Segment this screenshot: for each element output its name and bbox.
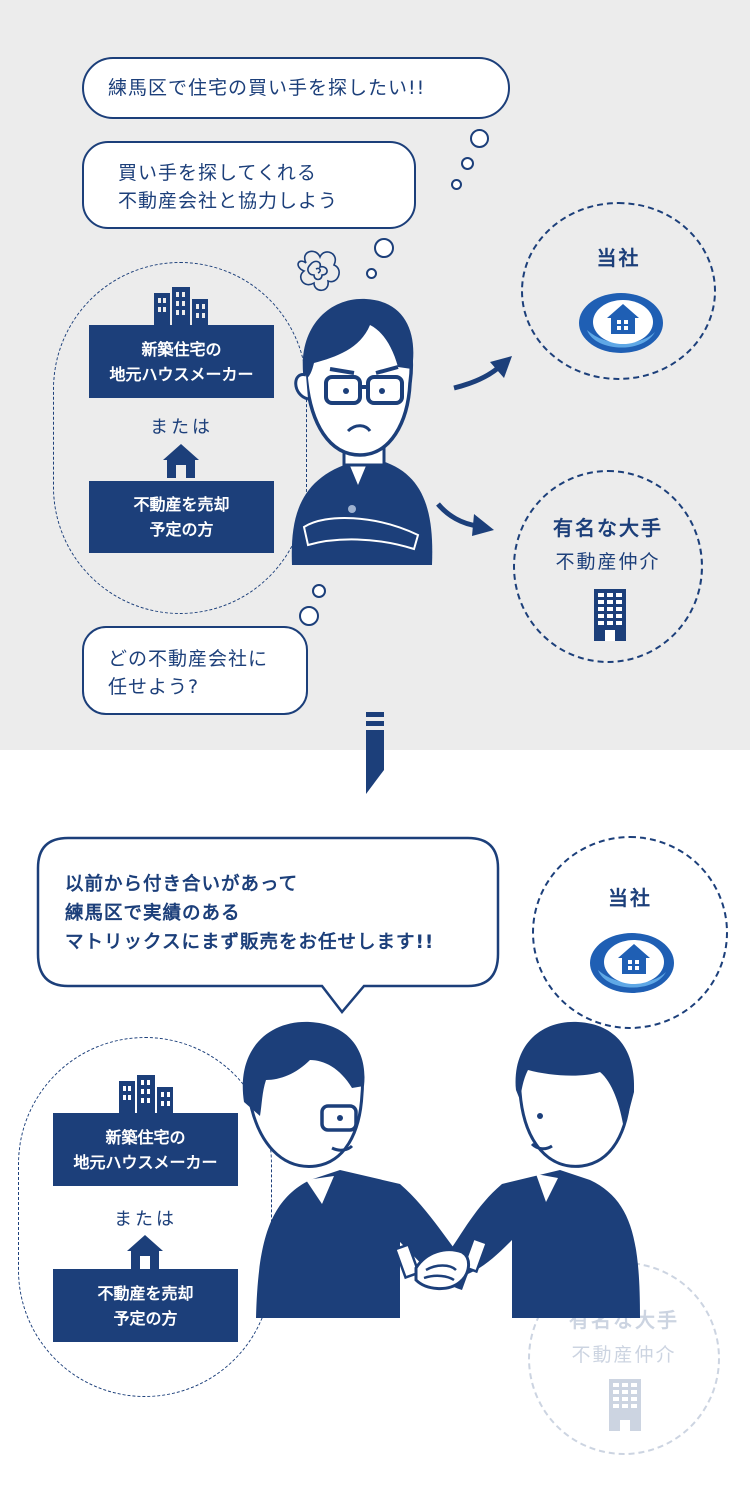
handshake-illustration xyxy=(242,1021,640,1318)
thought-bubble-cooperate: 買い手を探してくれる 不動産会社と協力しよう xyxy=(82,141,416,229)
thought-text-search: 練馬区で住宅の買い手を探したい!! xyxy=(108,77,426,99)
arrow-icon xyxy=(436,502,494,536)
client-oval-bottom xyxy=(18,1037,272,1397)
our-company-label: 当社 xyxy=(608,886,652,910)
seller-label-line1: 不動産を売却 xyxy=(133,495,230,514)
building-icon xyxy=(119,1075,173,1113)
speech-text-line1: 以前から付き合いがあって xyxy=(65,874,299,895)
builder-label-box: 新築住宅の 地元ハウスメーカー xyxy=(89,325,274,398)
thought-bubble-which: どの不動産会社に 任せよう? xyxy=(82,626,308,715)
seller-label-box: 不動産を売却 予定の方 xyxy=(89,481,274,553)
building-icon xyxy=(154,287,208,325)
speech-text: 以前から付き合いがあって 練馬区で実績のある マトリックスにまず販売をお任せしま… xyxy=(65,870,434,957)
speech-text-line3: マトリックスにまず販売をお任せします!! xyxy=(65,932,435,953)
seller-label-line2: 予定の方 xyxy=(113,1308,178,1328)
thought-dot xyxy=(451,179,462,190)
company-logo-icon xyxy=(590,933,674,993)
major-broker-label-2: 不動産仲介 xyxy=(555,551,661,573)
house-icon xyxy=(163,444,199,478)
speech-bubble-shape xyxy=(36,836,500,1014)
client-oval-top xyxy=(53,262,307,614)
builder-label-line2: 地元ハウスメーカー xyxy=(109,364,254,384)
or-label: または xyxy=(150,417,213,438)
our-company-label: 当社 xyxy=(596,246,641,270)
major-broker-circle-top: 有名な大手 不動産仲介 xyxy=(513,470,703,663)
builder-label-box: 新築住宅の 地元ハウスメーカー xyxy=(53,1113,238,1186)
thought-dot xyxy=(366,268,377,279)
thought-dot xyxy=(461,157,474,170)
seller-label-line2: 予定の方 xyxy=(149,520,214,539)
office-tower-icon xyxy=(609,1379,641,1431)
company-logo-icon xyxy=(579,293,663,353)
our-company-circle-bottom: 当社 xyxy=(532,836,728,1029)
builder-label-line1: 新築住宅の xyxy=(105,1127,186,1147)
worried-man-illustration xyxy=(291,250,433,565)
thought-text-cooperate-2: 不動産会社と協力しよう xyxy=(118,190,339,212)
thought-text-cooperate-1: 買い手を探してくれる xyxy=(118,162,317,184)
or-label: または xyxy=(114,1209,177,1230)
thought-dot xyxy=(374,238,394,258)
thought-text-which-2: 任せよう? xyxy=(108,676,200,698)
seller-label-box: 不動産を売却 予定の方 xyxy=(53,1269,238,1342)
down-arrow-icon xyxy=(366,712,384,794)
thought-bubble-search: 練馬区で住宅の買い手を探したい!! xyxy=(82,57,510,119)
our-company-circle-top: 当社 xyxy=(521,202,716,380)
speech-text-line2: 練馬区で実績のある xyxy=(65,903,241,924)
arrow-icon xyxy=(453,356,512,391)
office-tower-icon xyxy=(594,589,626,641)
house-icon xyxy=(127,1235,163,1269)
major-broker-label-2: 不動産仲介 xyxy=(571,1344,677,1366)
builder-label-line1: 新築住宅の xyxy=(141,339,222,359)
seller-label-line1: 不動産を売却 xyxy=(97,1283,194,1303)
builder-label-line2: 地元ハウスメーカー xyxy=(73,1152,218,1172)
thought-dot xyxy=(470,129,489,148)
thought-dot xyxy=(312,584,326,598)
thought-dot xyxy=(299,606,319,626)
major-broker-label-1: 有名な大手 xyxy=(553,516,663,540)
thought-text-which-1: どの不動産会社に xyxy=(108,648,269,670)
